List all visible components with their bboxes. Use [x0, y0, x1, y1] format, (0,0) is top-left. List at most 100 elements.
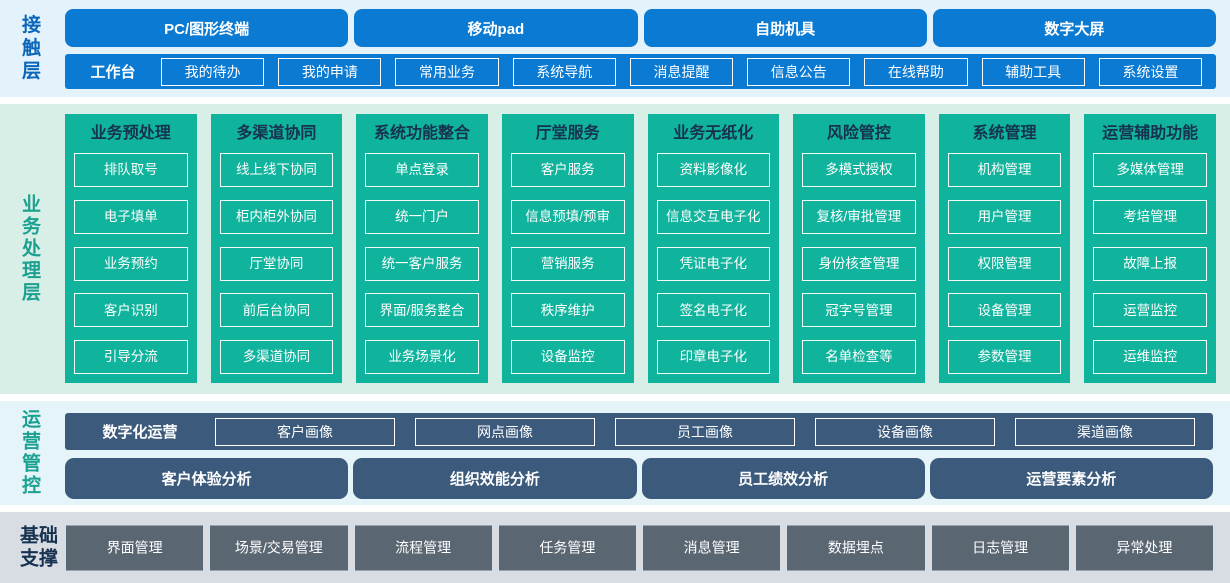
infra-box: 异常处理	[1075, 525, 1213, 570]
workbench-item: 系统导航	[512, 57, 616, 86]
module-box: 客户识别	[74, 293, 188, 328]
column-title: 风险管控	[826, 125, 891, 142]
analysis-box: 员工绩效分析	[641, 458, 925, 499]
module-box: 多渠道协同	[219, 340, 334, 374]
column-items: 排队取号 电子填单 业务预约 客户识别 引导分流	[74, 153, 188, 374]
module-box: 资料影像化	[656, 153, 771, 187]
business-layer-band: 业务处理层 业务预处理 排队取号 电子填单 业务预约 客户识别 引导分流 多渠道…	[0, 104, 1230, 394]
infra-layer-label: 基础支撑	[19, 524, 58, 570]
column-items: 多模式授权 复核/审批管理 身份核查管理 冠字号管理 名单检查等	[802, 153, 916, 374]
module-box: 业务预约	[74, 246, 188, 281]
workbench-item: 系统设置	[1098, 57, 1202, 86]
digital-ops-label: 数字化运营	[102, 424, 178, 441]
column-risk-control: 风险管控 多模式授权 复核/审批管理 身份核查管理 冠字号管理 名单检查等	[793, 114, 925, 383]
module-box: 柜内柜外协同	[219, 199, 334, 234]
contact-layer-band: 接触层 PC/图形终端 移动pad 自助机具 数字大屏 工作台 我的待办 我的申…	[0, 0, 1230, 97]
column-title: 系统功能整合	[374, 125, 471, 142]
module-box: 界面/服务整合	[365, 293, 479, 328]
column-title: 系统管理	[972, 125, 1037, 142]
module-box: 多模式授权	[802, 153, 916, 187]
infra-layer-band: 基础支撑 界面管理 场景/交易管理 流程管理 任务管理 消息管理 数据埋点 日志…	[0, 512, 1230, 583]
digital-ops-bar: 数字化运营 客户画像 网点画像 员工画像 设备画像 渠道画像	[65, 413, 1213, 450]
terminal-pad: 移动pad	[354, 9, 638, 47]
column-system-management: 系统管理 机构管理 用户管理 权限管理 设备管理 参数管理	[938, 114, 1071, 383]
column-title: 业务无纸化	[673, 125, 754, 142]
module-box: 用户管理	[947, 199, 1062, 234]
column-items: 单点登录 统一门户 统一客户服务 界面/服务整合 业务场景化	[365, 153, 479, 374]
module-box: 业务场景化	[365, 340, 479, 374]
analysis-box: 客户体验分析	[65, 458, 349, 499]
module-box: 信息预填/预审	[510, 199, 625, 234]
terminal-row: PC/图形终端 移动pad 自助机具 数字大屏	[65, 9, 1216, 47]
workbench-bar: 工作台 我的待办 我的申请 常用业务 系统导航 消息提醒 信息公告 在线帮助 辅…	[65, 54, 1216, 89]
column-title: 多渠道协同	[236, 125, 317, 142]
portrait-box: 渠道画像	[1015, 417, 1195, 446]
column-multichannel: 多渠道协同 线上线下协同 柜内柜外协同 厅堂协同 前后台协同 多渠道协同	[210, 114, 343, 383]
portrait-items: 客户画像 网点画像 员工画像 设备画像 渠道画像	[215, 417, 1195, 446]
module-box: 复核/审批管理	[802, 199, 916, 234]
module-box: 考培管理	[1093, 199, 1207, 234]
contact-layer-label: 接触层	[19, 14, 40, 83]
ops-layer-label: 运营管控	[19, 409, 40, 497]
infra-row: 界面管理 场景/交易管理 流程管理 任务管理 消息管理 数据埋点 日志管理 异常…	[66, 525, 1213, 570]
workbench-item: 在线帮助	[864, 57, 968, 86]
analysis-box: 组织效能分析	[353, 458, 637, 499]
module-box: 冠字号管理	[802, 293, 916, 328]
analysis-row: 客户体验分析 组织效能分析 员工绩效分析 运营要素分析	[65, 458, 1213, 499]
infra-box: 界面管理	[66, 525, 204, 570]
module-box: 单点登录	[365, 153, 479, 187]
module-box: 信息交互电子化	[656, 199, 771, 234]
business-layer-label: 业务处理层	[19, 194, 40, 304]
workbench-item: 我的申请	[278, 57, 382, 86]
column-ops-aux: 运营辅助功能 多媒体管理 考培管理 故障上报 运营监控 运维监控	[1084, 114, 1216, 383]
module-box: 运营监控	[1093, 293, 1207, 328]
module-box: 故障上报	[1093, 246, 1207, 281]
module-box: 统一客户服务	[365, 246, 479, 281]
column-items: 机构管理 用户管理 权限管理 设备管理 参数管理	[947, 153, 1062, 374]
module-box: 权限管理	[947, 246, 1062, 281]
module-box: 线上线下协同	[219, 153, 334, 187]
terminal-big-screen: 数字大屏	[932, 9, 1216, 47]
infra-box: 消息管理	[643, 525, 781, 570]
module-box: 营销服务	[510, 246, 625, 281]
column-business-prehandle: 业务预处理 排队取号 电子填单 业务预约 客户识别 引导分流	[65, 114, 197, 383]
infra-box: 流程管理	[354, 525, 492, 570]
portrait-box: 网点画像	[415, 417, 595, 446]
module-box: 设备管理	[947, 293, 1062, 328]
module-box: 名单检查等	[802, 340, 916, 374]
infra-box: 任务管理	[498, 525, 636, 570]
infra-box: 场景/交易管理	[210, 525, 348, 570]
module-box: 前后台协同	[219, 293, 334, 328]
workbench-item: 消息提醒	[629, 57, 734, 86]
module-box: 多媒体管理	[1093, 153, 1207, 187]
module-box: 机构管理	[947, 153, 1062, 187]
module-box: 参数管理	[947, 340, 1062, 374]
module-box: 印章电子化	[656, 340, 771, 374]
module-box: 运维监控	[1093, 340, 1207, 374]
workbench-item: 辅助工具	[981, 57, 1085, 86]
column-items: 多媒体管理 考培管理 故障上报 运营监控 运维监控	[1093, 153, 1207, 374]
ops-layer-band: 运营管控 数字化运营 客户画像 网点画像 员工画像 设备画像 渠道画像 客户体验…	[0, 401, 1230, 505]
column-title: 业务预处理	[90, 125, 171, 142]
module-box: 统一门户	[365, 199, 479, 234]
column-hall-service: 厅堂服务 客户服务 信息预填/预审 营销服务 秩序维护 设备监控	[501, 114, 634, 383]
workbench-items: 我的待办 我的申请 常用业务 系统导航 消息提醒 信息公告 在线帮助 辅助工具 …	[161, 57, 1202, 86]
module-box: 电子填单	[74, 199, 188, 234]
analysis-box: 运营要素分析	[929, 458, 1213, 499]
column-title: 运营辅助功能	[1102, 125, 1199, 142]
terminal-pc: PC/图形终端	[65, 9, 349, 47]
column-system-integration: 系统功能整合 单点登录 统一门户 统一客户服务 界面/服务整合 业务场景化	[356, 114, 488, 383]
workbench-label: 工作台	[90, 64, 136, 81]
infra-box: 数据埋点	[787, 525, 925, 570]
module-box: 排队取号	[74, 153, 188, 187]
module-box: 厅堂协同	[219, 246, 334, 281]
module-box: 身份核查管理	[802, 246, 916, 281]
portrait-box: 客户画像	[215, 417, 395, 446]
module-box: 凭证电子化	[656, 246, 771, 281]
business-columns: 业务预处理 排队取号 电子填单 业务预约 客户识别 引导分流 多渠道协同 线上线…	[65, 114, 1216, 383]
workbench-item: 常用业务	[395, 57, 499, 86]
column-items: 线上线下协同 柜内柜外协同 厅堂协同 前后台协同 多渠道协同	[219, 153, 334, 374]
module-box: 引导分流	[74, 340, 188, 374]
portrait-box: 员工画像	[615, 417, 795, 446]
column-items: 资料影像化 信息交互电子化 凭证电子化 签名电子化 印章电子化	[656, 153, 771, 374]
